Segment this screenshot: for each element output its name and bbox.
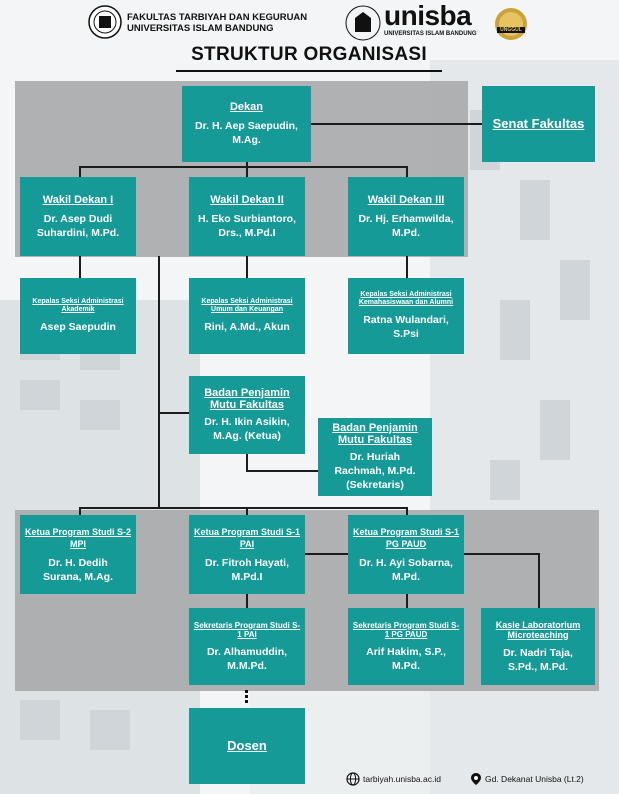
header: FAKULTAS TARBIYAH DAN KEGURUAN UNIVERSIT… bbox=[0, 0, 619, 46]
window bbox=[500, 300, 530, 360]
title-underline bbox=[176, 70, 442, 72]
accreditation-badge-text: UNGGUL bbox=[500, 27, 522, 33]
window bbox=[20, 700, 60, 740]
connector bbox=[246, 162, 248, 177]
connector bbox=[246, 470, 318, 472]
kaprodi-title: Ketua Program Studi S-1 PG PAUD bbox=[352, 526, 460, 549]
kasi-title: Kepalas Seksi Administrasi Umum dan Keua… bbox=[201, 298, 293, 313]
kaprodi-title: Ketua Program Studi S-2 MPI bbox=[24, 526, 132, 549]
connector bbox=[310, 123, 482, 125]
connector bbox=[79, 507, 407, 509]
kaprodi-s2-mpi-box: Ketua Program Studi S-2 MPI Dr. H. Dedih… bbox=[20, 515, 136, 594]
bpm-name: Dr. H. Ikin Asikin, M.Ag. (Ketua) bbox=[204, 416, 290, 442]
window bbox=[90, 710, 130, 750]
kasie-lab-title: Kasie Laboratorium Microteaching bbox=[495, 619, 581, 640]
brand-name: unisba bbox=[384, 0, 472, 31]
connector bbox=[246, 256, 248, 278]
window bbox=[520, 180, 550, 240]
footer-location: Gd. Dekanat Unisba (Lt.2) bbox=[470, 772, 584, 786]
wakil-dekan-title: Wakil Dekan I bbox=[42, 193, 114, 206]
kaprodi-name: Dr. H. Dedih Surana, M.Ag. bbox=[42, 556, 113, 583]
connector bbox=[79, 256, 81, 278]
window bbox=[80, 400, 120, 430]
dotted-connector bbox=[245, 690, 249, 706]
kasi-title: Kepalas Seksi Administrasi Kemahasiswaan… bbox=[358, 291, 454, 306]
senat-box: Senat Fakultas bbox=[482, 86, 595, 162]
wakil-dekan-3-box: Wakil Dekan III Dr. Hj. Erhamwilda, M.Pd… bbox=[348, 177, 464, 256]
bpm-title: Badan Penjamin Mutu Fakultas bbox=[332, 422, 418, 446]
kaprodi-name: Dr. Fitroh Hayati, M.Pd.I bbox=[204, 556, 289, 583]
faculty-seal-icon bbox=[88, 5, 122, 39]
bpm-sekretaris-box: Badan Penjamin Mutu Fakultas Dr. Huriah … bbox=[318, 418, 432, 496]
sekprodi-title: Sekretaris Program Studi S-1 PAI bbox=[193, 620, 301, 639]
senat-title: Senat Fakultas bbox=[492, 116, 585, 131]
bpm-ketua-box: Badan Penjamin Mutu Fakultas Dr. H. Ikin… bbox=[189, 376, 305, 454]
connector bbox=[158, 256, 160, 508]
wakil-dekan-title: Wakil Dekan II bbox=[210, 193, 284, 206]
connector bbox=[79, 166, 407, 168]
connector bbox=[406, 594, 408, 608]
brand-subtitle: UNIVERSITAS ISLAM BANDUNG bbox=[384, 31, 477, 37]
connector bbox=[246, 507, 248, 515]
window bbox=[490, 460, 520, 500]
wakil-dekan-1-box: Wakil Dekan I Dr. Asep Dudi Suhardini, M… bbox=[20, 177, 136, 256]
wakil-dekan-2-box: Wakil Dekan II H. Eko Surbiantoro, Drs.,… bbox=[189, 177, 305, 256]
kaprodi-title: Ketua Program Studi S-1 PAI bbox=[193, 526, 301, 549]
connector bbox=[79, 166, 81, 177]
sekprodi-s1-pgpaud-box: Sekretaris Program Studi S-1 PG PAUD Ari… bbox=[348, 608, 464, 685]
bpm-name: Dr. Huriah Rachmah, M.Pd. (Sekretaris) bbox=[334, 451, 416, 491]
kasi-kemahasiswaan-box: Kepalas Seksi Administrasi Kemahasiswaan… bbox=[348, 278, 464, 354]
kasi-name: Ratna Wulandari, S.Psi bbox=[363, 314, 449, 340]
window bbox=[20, 380, 60, 410]
kasie-lab-box: Kasie Laboratorium Microteaching Dr. Nad… bbox=[481, 608, 595, 685]
window bbox=[560, 260, 590, 320]
sekprodi-name: Arif Hakim, S.P., M.Pd. bbox=[366, 645, 446, 672]
page-title: STRUKTUR ORGANISASI bbox=[191, 44, 427, 65]
connector bbox=[158, 412, 190, 414]
footer-website[interactable]: tarbiyah.unisba.ac.id bbox=[346, 772, 441, 786]
location-pin-icon bbox=[471, 773, 481, 785]
dosen-box: Dosen bbox=[189, 708, 305, 784]
kasi-akademik-box: Kepalas Seksi Administrasi Akademik Asep… bbox=[20, 278, 136, 354]
kaprodi-name: Dr. H. Ayi Sobarna, M.Pd. bbox=[359, 556, 453, 583]
kasi-name: Asep Saepudin bbox=[40, 321, 116, 333]
wakil-dekan-name: Dr. Asep Dudi Suhardini, M.Pd. bbox=[36, 212, 120, 239]
faculty-name-line1: FAKULTAS TARBIYAH DAN KEGURUAN bbox=[127, 12, 308, 23]
faculty-name-line2: UNIVERSITAS ISLAM BANDUNG bbox=[127, 23, 274, 34]
kaprodi-s1-pai-box: Ketua Program Studi S-1 PAI Dr. Fitroh H… bbox=[189, 515, 305, 594]
connector bbox=[406, 507, 408, 515]
bpm-title: Badan Penjamin Mutu Fakultas bbox=[204, 387, 290, 411]
connector bbox=[246, 454, 248, 471]
wakil-dekan-name: H. Eko Surbiantoro, Drs., M.Pd.I bbox=[197, 212, 296, 239]
dosen-title: Dosen bbox=[227, 738, 267, 753]
sekprodi-name: Dr. Alhamuddin, M.M.Pd. bbox=[206, 645, 288, 672]
website-text: tarbiyah.unisba.ac.id bbox=[363, 774, 441, 784]
connector bbox=[538, 553, 540, 608]
dekan-box: Dekan Dr. H. Aep Saepudin, M.Ag. bbox=[182, 86, 311, 162]
connector bbox=[246, 594, 248, 608]
kasi-name: Rini, A.Md., Akun bbox=[204, 321, 290, 333]
kasi-umum-box: Kepalas Seksi Administrasi Umum dan Keua… bbox=[189, 278, 305, 354]
sekprodi-title: Sekretaris Program Studi S-1 PG PAUD bbox=[352, 620, 460, 639]
dekan-title: Dekan bbox=[229, 101, 264, 113]
connector bbox=[406, 166, 408, 177]
globe-icon bbox=[346, 772, 360, 786]
kaprodi-s1-pgpaud-box: Ketua Program Studi S-1 PG PAUD Dr. H. A… bbox=[348, 515, 464, 594]
unisba-logo-icon bbox=[345, 5, 381, 41]
wakil-dekan-name: Dr. Hj. Erhamwilda, M.Pd. bbox=[358, 212, 454, 239]
sekprodi-s1-pai-box: Sekretaris Program Studi S-1 PAI Dr. Alh… bbox=[189, 608, 305, 685]
connector bbox=[79, 507, 81, 515]
dekan-name: Dr. H. Aep Saepudin, M.Ag. bbox=[195, 120, 298, 146]
accreditation-badge-icon bbox=[495, 8, 527, 40]
wakil-dekan-title: Wakil Dekan III bbox=[367, 193, 445, 206]
connector bbox=[406, 256, 408, 278]
kasie-lab-name: Dr. Nadri Taja, S.Pd., M.Pd. bbox=[503, 646, 573, 673]
window bbox=[540, 400, 570, 460]
location-text: Gd. Dekanat Unisba (Lt.2) bbox=[485, 774, 584, 784]
kasi-title: Kepalas Seksi Administrasi Akademik bbox=[32, 298, 124, 313]
